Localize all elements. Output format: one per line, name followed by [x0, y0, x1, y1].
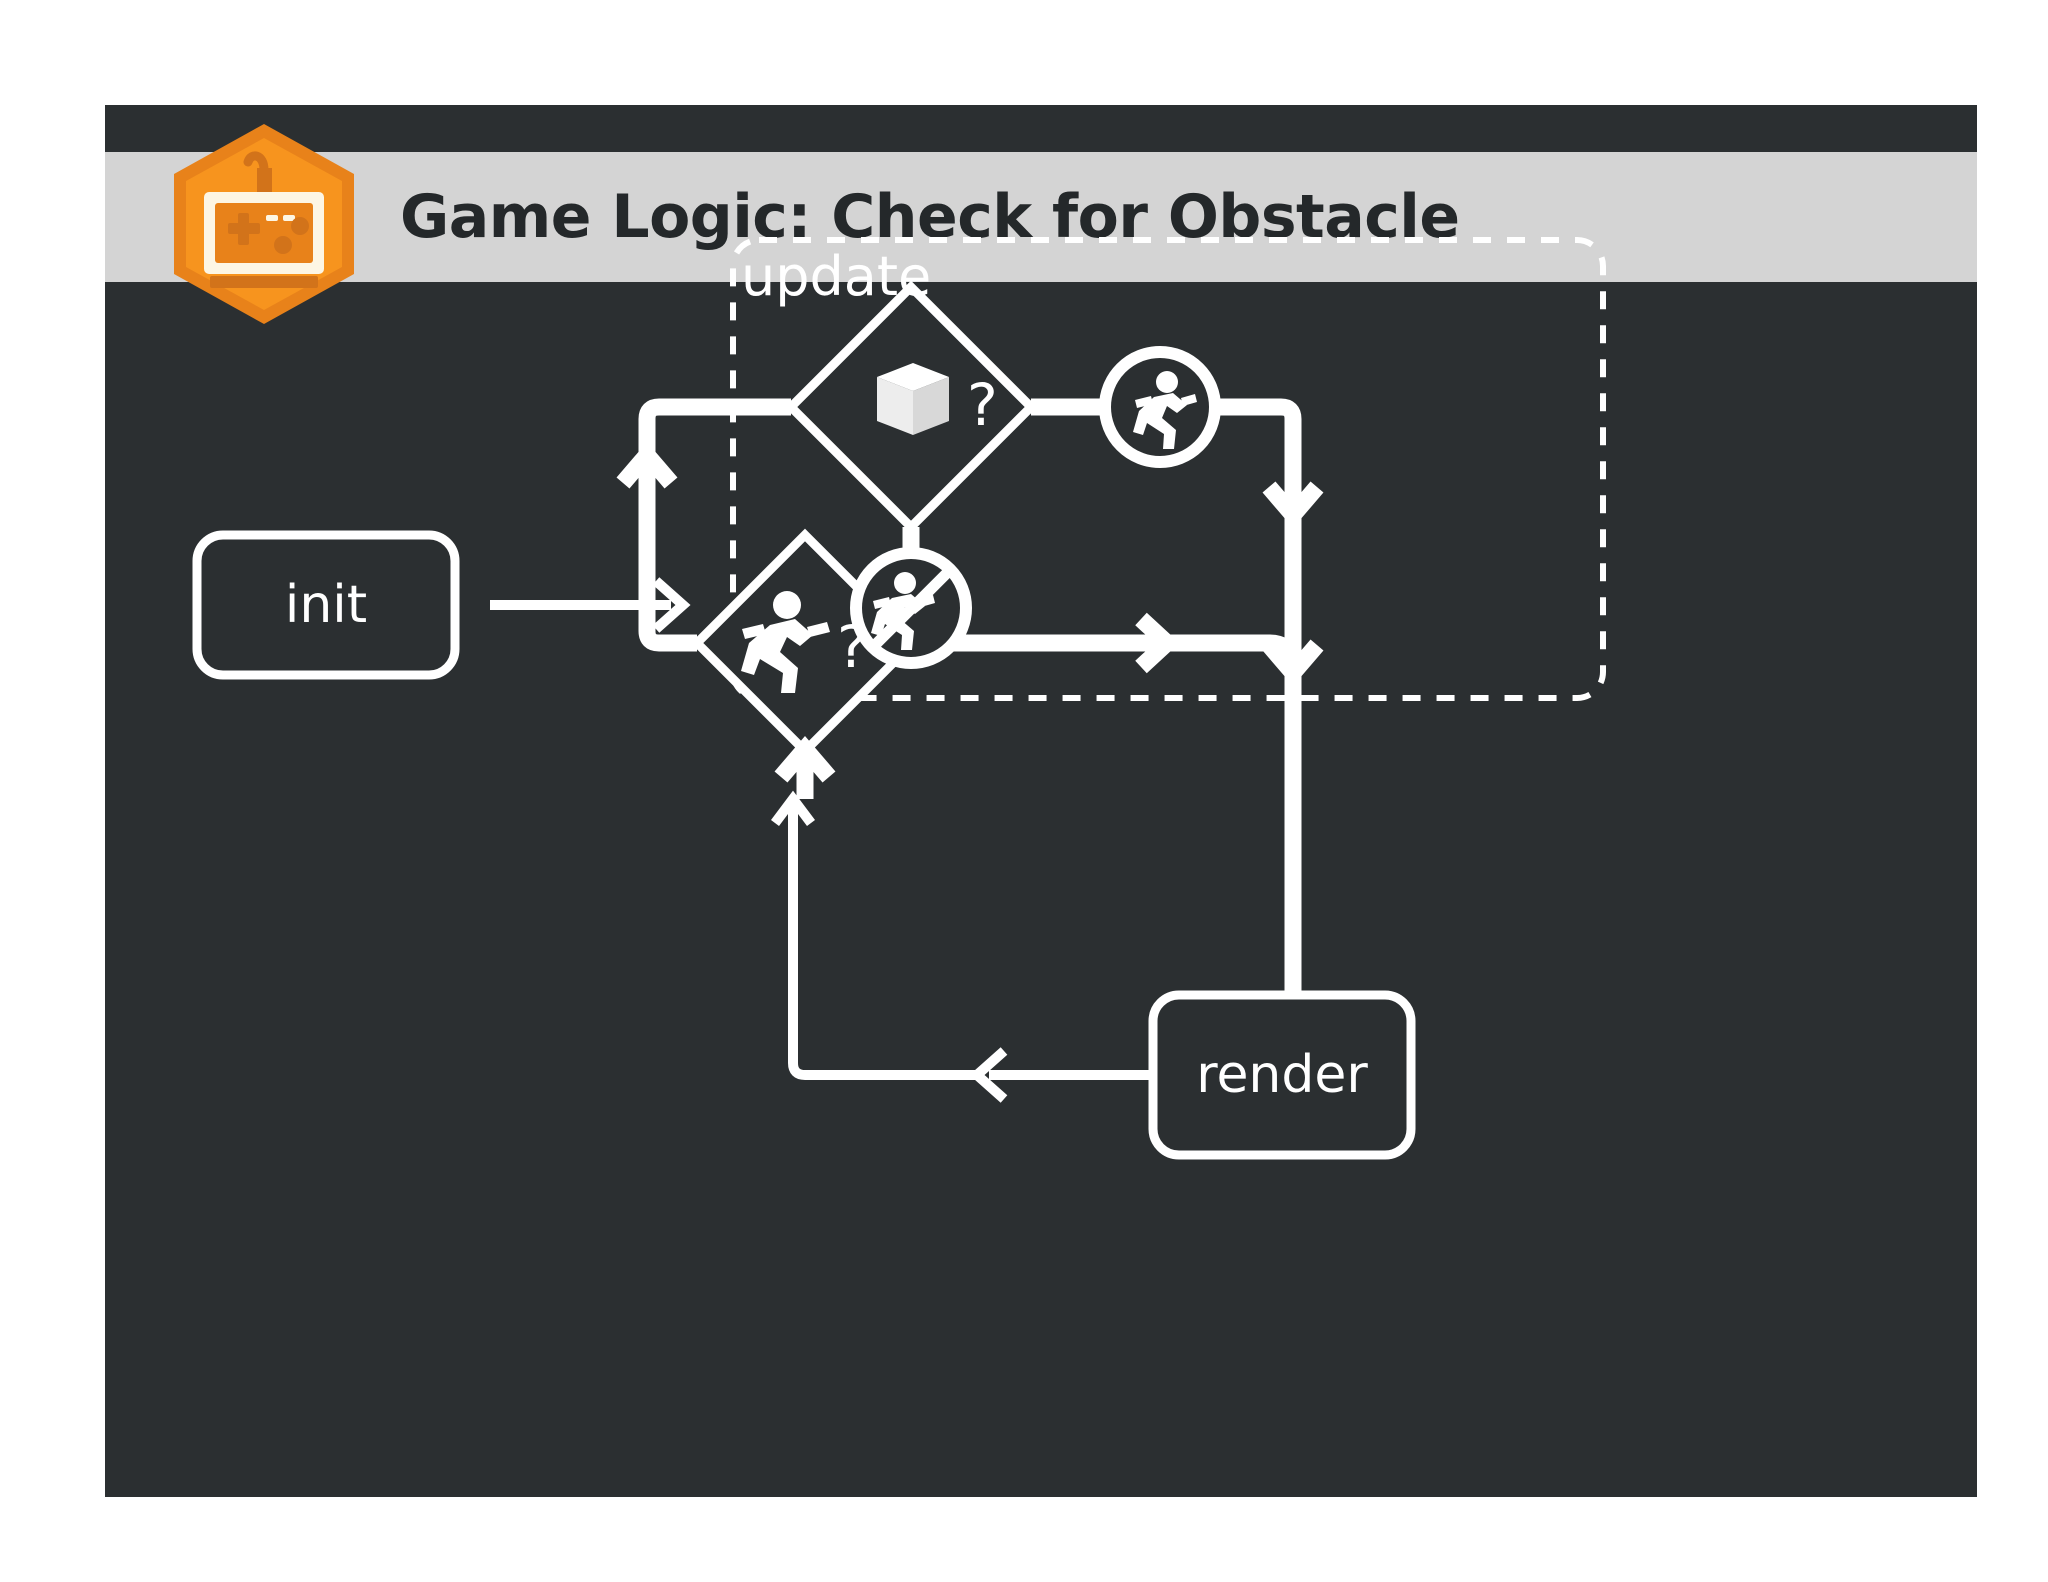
question-mark-obstacle: ?: [967, 371, 998, 439]
slide-background: [105, 105, 1977, 1497]
edge-render-to-running-loop: [771, 735, 1153, 1103]
runner-icon: [1133, 371, 1197, 449]
edge-running-to-obstacle-loop: [616, 398, 791, 652]
runner-question-icon: ?: [741, 591, 868, 693]
start-running-node: [1099, 346, 1221, 468]
update-group-label: update: [741, 245, 932, 308]
question-mark-running: ?: [837, 613, 868, 681]
render-node: [1148, 990, 1416, 1160]
runner-small-icon: [741, 591, 830, 693]
cube-icon: [877, 363, 949, 435]
edge-running-to-render: [913, 612, 1302, 674]
cube-question-icon: ?: [877, 363, 998, 439]
update-group-boundary: [730, 237, 1606, 701]
gamepad-hexagon-badge-icon: [158, 118, 370, 330]
header-band: [105, 152, 1977, 282]
edge-obstacle-to-start-running: [1031, 398, 1324, 995]
init-node: [192, 530, 460, 680]
stop-running-node: [850, 547, 972, 669]
flowchart: .thick{stroke:#ffffff;stroke-width:17;fi…: [105, 105, 1977, 1497]
